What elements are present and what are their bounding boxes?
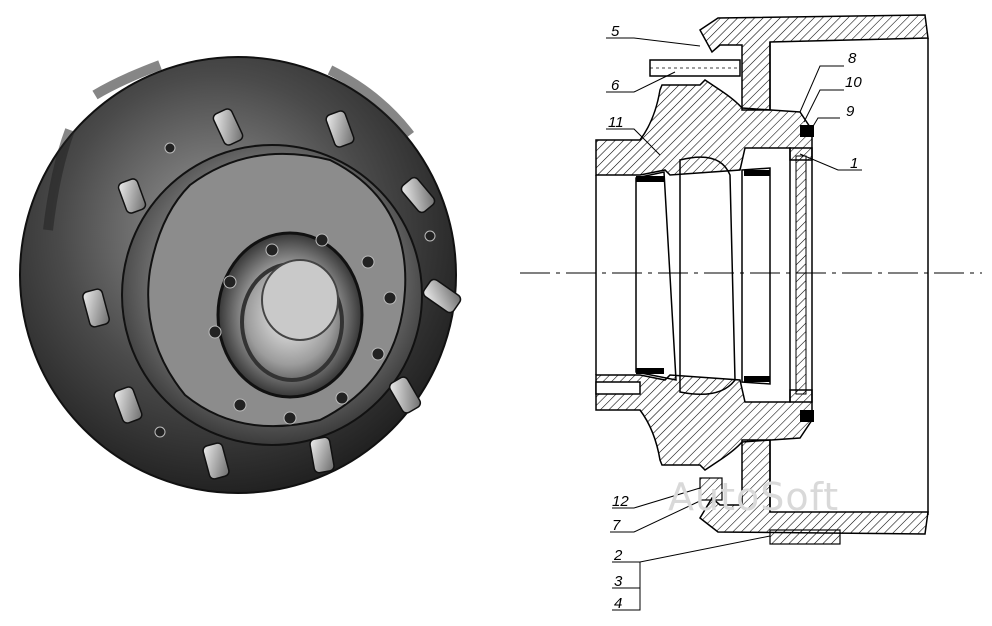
callout-10: 10 <box>845 74 862 91</box>
wheel-stud <box>325 110 355 148</box>
hub-section-drawing: 5 6 8 10 11 9 1 12 7 2 3 4 AutoSoft <box>520 14 982 612</box>
callout-7: 7 <box>612 517 621 534</box>
bolt-hole <box>383 291 397 305</box>
wheel-stud <box>422 278 462 314</box>
wheel-stud <box>202 442 230 480</box>
bolt-hole <box>223 275 237 289</box>
hub-body-lower <box>595 374 813 471</box>
seal-ring-top <box>800 125 814 137</box>
hub-cap <box>789 147 813 403</box>
callout-11: 11 <box>608 114 624 131</box>
bolt-hole <box>164 142 176 154</box>
callout-1: 1 <box>850 155 858 172</box>
bolt-hole <box>371 347 385 361</box>
wheel-nut <box>769 529 841 545</box>
wheel-stud <box>309 436 335 474</box>
callout-4: 4 <box>614 595 622 612</box>
bolt-hole <box>315 233 329 247</box>
bolt-hole <box>335 391 349 405</box>
bolt-hole <box>233 398 247 412</box>
drum-ribs <box>43 60 414 231</box>
bearing-race-1 <box>636 176 664 182</box>
bearing-race-4 <box>744 376 770 382</box>
bolt-hole <box>361 255 375 269</box>
wheel-stud <box>400 176 436 214</box>
lower-stud <box>699 477 723 501</box>
wheel-stud <box>212 108 244 146</box>
leader-lines <box>606 37 862 611</box>
wheel-stud <box>388 376 422 414</box>
inner-bearing <box>741 167 771 385</box>
bearing-race-2 <box>636 368 664 374</box>
lower-bolt <box>595 381 641 395</box>
callout-5: 5 <box>611 23 620 40</box>
callout-6: 6 <box>611 77 620 94</box>
bolt-hole <box>424 230 436 242</box>
wheel-stud <box>82 288 110 328</box>
bore-shadow <box>261 259 339 341</box>
bolt-hole <box>154 426 166 438</box>
outer-bearing <box>635 171 677 381</box>
callout-9: 9 <box>846 103 855 120</box>
callout-12: 12 <box>612 493 629 510</box>
watermark: AutoSoft <box>668 475 839 519</box>
cap-seal <box>795 155 807 395</box>
bolt-hole <box>283 411 297 425</box>
callout-8: 8 <box>848 50 857 67</box>
wheel-stud <box>117 178 147 214</box>
hub-body-upper <box>595 79 813 176</box>
seal-ring-bottom <box>800 410 814 422</box>
wheel-studs <box>82 108 462 480</box>
callout-2: 2 <box>613 547 623 564</box>
bolt-hole <box>265 243 279 257</box>
wheel-stud <box>113 386 143 424</box>
hub-photo <box>19 56 462 494</box>
spacer-sleeve <box>679 156 736 395</box>
callout-3: 3 <box>614 573 623 590</box>
bearing-race-3 <box>744 170 770 176</box>
bolt-hole <box>208 325 222 339</box>
bolt-holes <box>154 142 436 438</box>
